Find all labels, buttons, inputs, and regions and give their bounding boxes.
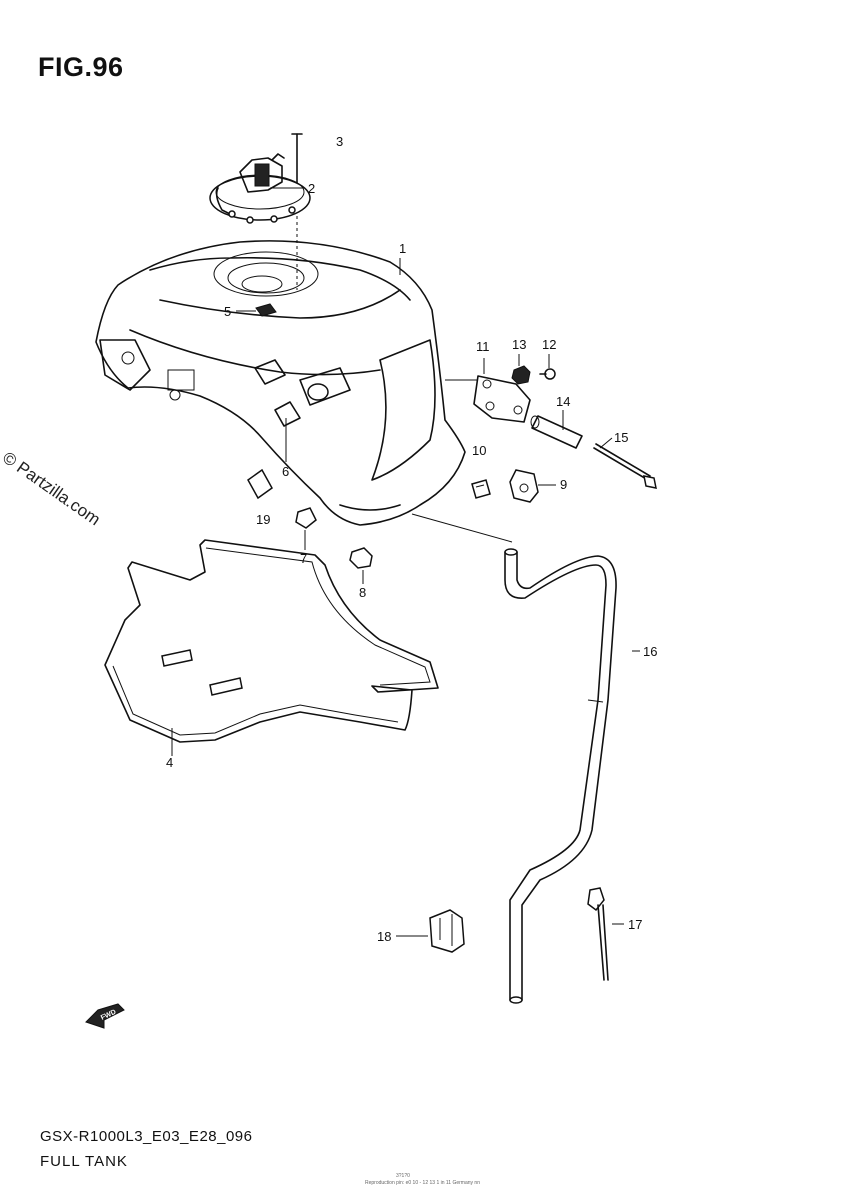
callout-10: 10	[472, 443, 486, 458]
callout-3: 3	[336, 134, 343, 149]
part-fuel-cap	[209, 153, 311, 224]
callout-16: 16	[643, 644, 657, 659]
part-rubber-pad-19	[247, 468, 273, 500]
callout-6: 6	[282, 464, 289, 479]
part-fuel-tank	[95, 240, 466, 526]
part-nut	[511, 365, 531, 385]
callout-5: 5	[224, 304, 231, 319]
part-bracket-plate	[445, 375, 531, 423]
part-clamp	[396, 909, 465, 953]
callout-17: 17	[628, 917, 642, 932]
model-code: GSX-R1000L3_E03_E28_096	[40, 1128, 253, 1145]
diagram-caption: FULL TANK	[40, 1153, 128, 1170]
part-connector	[509, 469, 539, 503]
part-clip	[295, 507, 317, 550]
callout-12: 12	[542, 337, 556, 352]
callout-18: 18	[377, 929, 391, 944]
part-bolt-12	[539, 368, 556, 380]
part-cable-tie	[587, 887, 624, 981]
fine-print: Reproduction pin: e0 10 - 12 13 1 in 11 …	[365, 1180, 480, 1186]
part-grommet-5	[255, 303, 277, 317]
callout-11: 11	[476, 339, 490, 354]
callout-13: 13	[512, 337, 526, 352]
callout-7: 7	[300, 551, 307, 566]
callout-4: 4	[166, 755, 173, 770]
callout-labels: 1 2 3 4 5 6 7 8 9 10 11 12 13 14 15 16 1…	[166, 134, 657, 944]
part-breather-hose	[411, 513, 617, 1004]
part-pad-10	[471, 479, 491, 499]
callout-15: 15	[614, 430, 628, 445]
figure-title: FIG.96	[38, 52, 124, 82]
callout-2: 2	[308, 181, 315, 196]
part-long-bolt	[593, 443, 657, 489]
part-cushion	[349, 547, 373, 584]
fine-print-top: 3?1?0	[396, 1173, 410, 1179]
callout-8: 8	[359, 585, 366, 600]
callout-19: 19	[256, 512, 270, 527]
callout-9: 9	[560, 477, 567, 492]
part-screw	[291, 133, 303, 290]
part-seal-rubber	[104, 539, 439, 756]
part-collar	[530, 415, 583, 449]
callout-14: 14	[556, 394, 570, 409]
leader-lines	[236, 187, 640, 652]
fwd-arrow-icon: FWD	[85, 1003, 125, 1029]
callout-1: 1	[399, 241, 406, 256]
